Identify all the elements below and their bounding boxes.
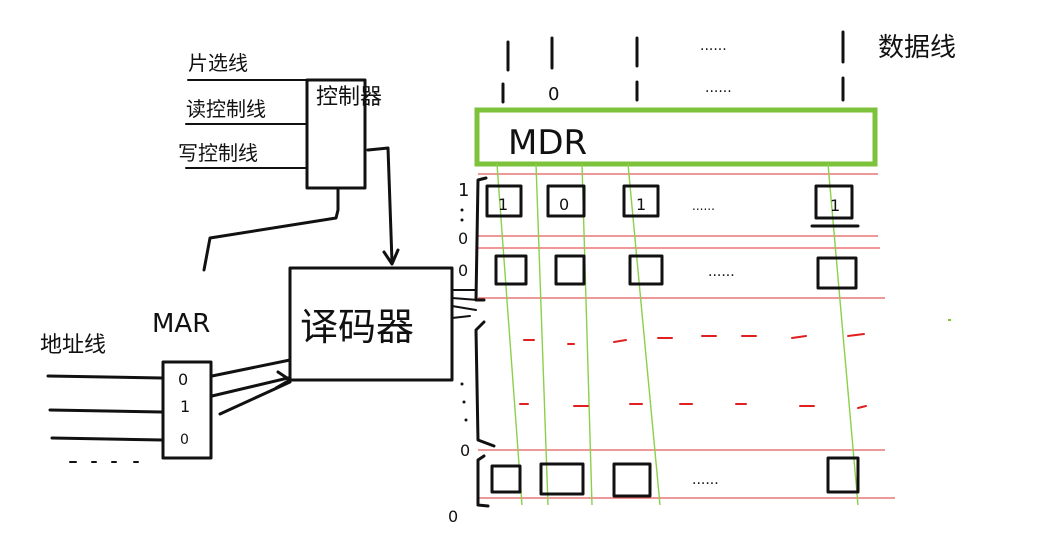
chip-select-label: 片选线 [188,51,248,75]
row1-cell-0: 1 [498,195,508,214]
controller-arrow-head [382,248,400,266]
mar-bit-2: 0 [180,432,189,448]
controller-box [305,78,367,190]
row1-cell-last: 1 [830,196,840,215]
row-addr-0: 1 [458,180,469,201]
row-addr-3: 0 [460,441,470,460]
bit-label-0: 0 [548,84,559,105]
write-control-label: 写控制线 [178,141,258,165]
mar-bit-0: 0 [178,370,188,389]
row-addr-1: 0 [458,229,468,248]
row-lines [478,173,895,499]
row-addr-4: 0 [448,507,458,526]
last-row-ellipsis: ...... [692,472,719,488]
data-bus-ellipsis-top: ...... [700,38,727,54]
address-bus-label: 地址线 [40,333,106,358]
mdr-label: MDR [508,123,587,163]
controller-to-memory-wire [366,146,394,264]
controller-label: 控制器 [316,85,382,110]
row-addr-dots [460,208,468,422]
row-last-cells [490,456,860,498]
decoder-label: 译码器 [300,305,414,349]
data-bus-lines: ...... ...... [501,30,845,104]
array-left-bracket-bottom [476,454,490,508]
mar-to-decoder-wires [210,358,292,416]
row-2-cells [494,254,858,290]
decoder-box [288,266,454,382]
row1-ellipsis: ...... [692,199,715,213]
mar-bit-1: 1 [180,397,190,416]
data-bus-ellipsis-bottom: ...... [705,80,732,96]
decoder-outputs [451,289,479,319]
mar-box [161,360,213,460]
row-addr-2: 0 [458,261,468,280]
array-left-bracket-lower [474,320,496,448]
omitted-rows [519,333,867,409]
column-lines [496,163,859,506]
controller-label-text: 控制器 [316,85,382,110]
row1-cell-2: 1 [636,195,646,214]
mdr-box [474,107,878,167]
row1-cell-1: 0 [559,195,569,214]
row2-ellipsis: ...... [708,264,735,280]
row-1-cells [485,184,860,228]
mar-label: MAR [152,309,210,339]
read-control-label: 读控制线 [186,97,266,121]
address-bus-lines [46,374,164,463]
controller-to-mar-wire [202,188,340,272]
array-left-bracket [474,176,488,302]
data-bus-label: 数据线 [878,33,956,63]
